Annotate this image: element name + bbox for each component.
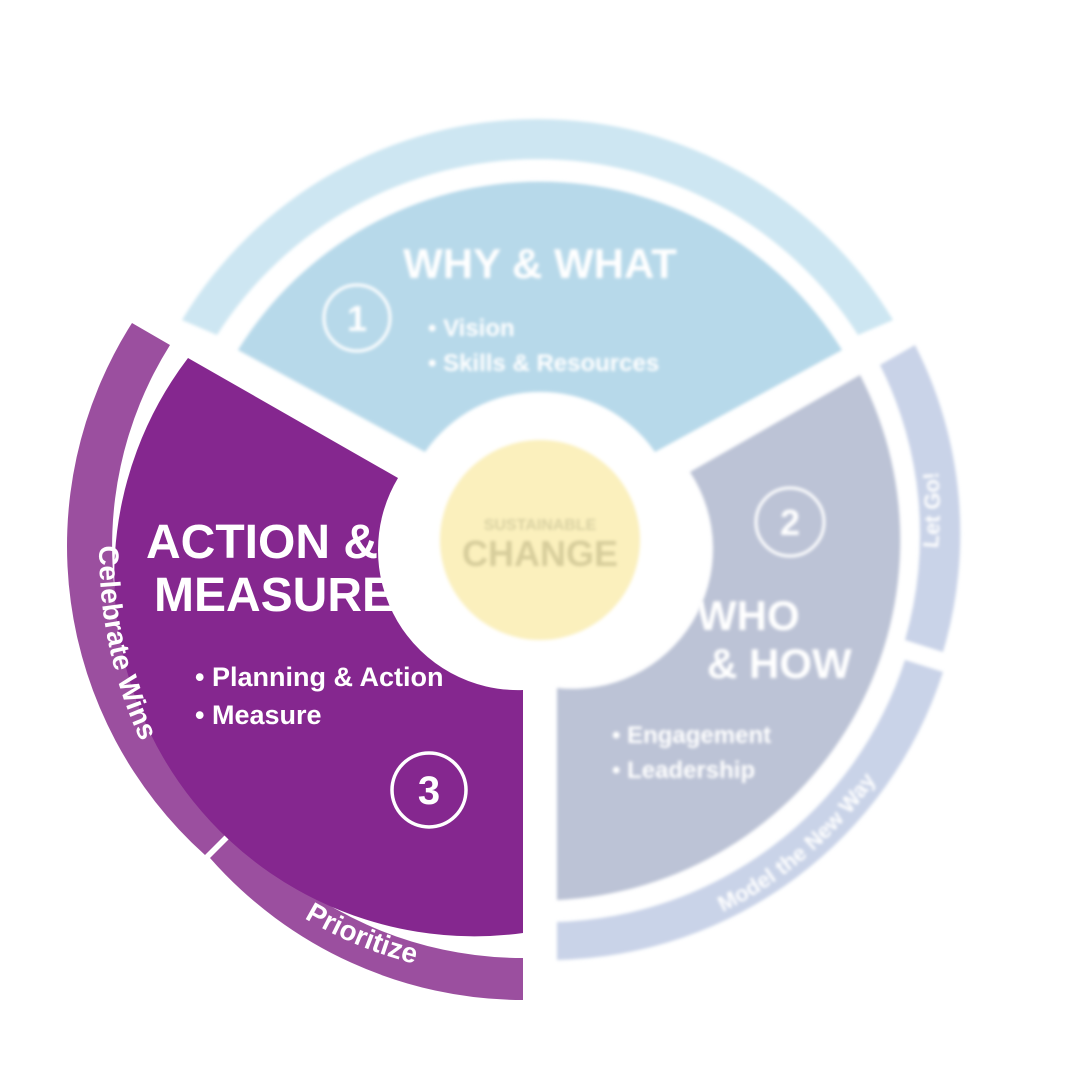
step-2-number: 2 — [780, 502, 800, 543]
outer-segment-model-new-way — [557, 660, 943, 960]
communicate-vision-label: Communicate Vision — [411, 64, 679, 123]
let-go-label: Let Go! — [918, 471, 945, 549]
step-1-badge — [322, 283, 392, 353]
action-measure-title-line1: ACTION & — [146, 516, 378, 569]
outer-segment-prioritize — [210, 830, 523, 1000]
center-label-big: CHANGE — [462, 533, 618, 574]
active-segment-group — [67, 323, 524, 1000]
step-3-number: 3 — [418, 769, 440, 813]
segment-why-what — [238, 181, 842, 452]
who-how-title-line1: WHO — [697, 592, 800, 639]
step-2-badge — [754, 486, 826, 558]
outer-segment-communicate-vision — [182, 119, 893, 336]
center-circle — [440, 440, 640, 640]
center-label-small: SUSTAINABLE — [484, 517, 597, 534]
who-how-title-line2: & HOW — [707, 640, 852, 687]
why-what-title: WHY & WHAT — [403, 240, 677, 287]
outer-segment-let-go — [880, 345, 961, 652]
who-how-bullet-leadership: • Leadership — [612, 757, 755, 784]
action-measure-title-line2: MEASURE — [154, 569, 394, 622]
outer-segment-celebrate-wins — [67, 323, 235, 855]
segment-who-how — [557, 375, 901, 900]
faded-segments — [182, 119, 961, 960]
action-measure-bullet-measure: • Measure — [195, 700, 322, 730]
action-measure-bullet-planning: • Planning & Action — [195, 662, 443, 692]
segment-action-measure — [114, 358, 524, 937]
who-how-bullet-engagement: • Engagement — [612, 722, 771, 749]
why-what-bullet-skills: • Skills & Resources — [428, 350, 659, 377]
step-3-badge — [390, 751, 468, 829]
step-1-number: 1 — [347, 298, 367, 339]
why-what-bullet-vision: • Vision — [428, 315, 515, 342]
